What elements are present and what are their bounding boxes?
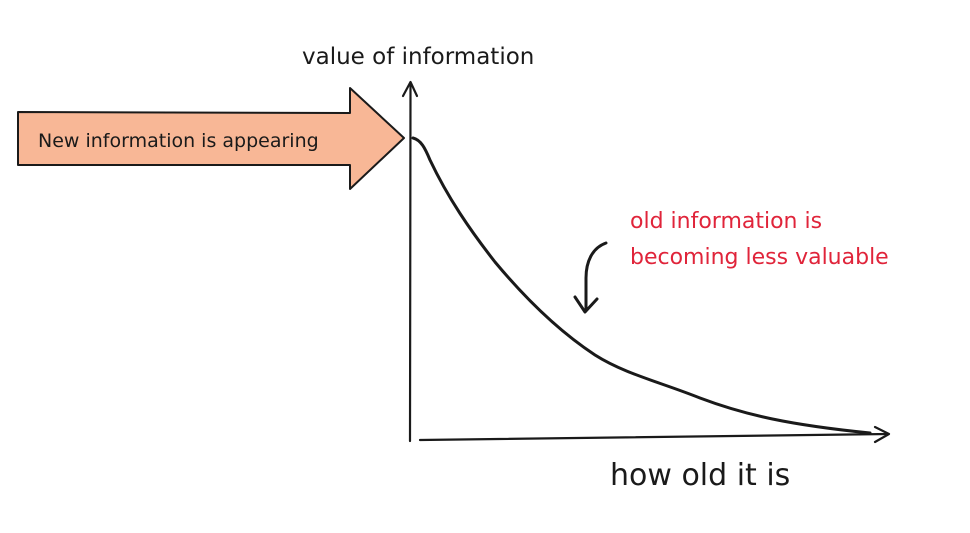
annotation-pointer-arrow [573,241,608,314]
annotation-text: old information is becoming less valuabl… [630,209,889,270]
y-axis-arrowhead [401,80,419,98]
x-axis-line [418,432,890,442]
x-axis-label: how old it is [610,458,790,493]
y-axis [401,80,419,443]
pointer-head [573,295,599,314]
arrow-shape [17,87,405,190]
x-axis-arrowhead [873,425,891,444]
arrow-label: New information is appearing [38,130,319,152]
y-axis-line [408,82,412,443]
y-axis-label: value of information [302,44,534,70]
new-information-arrow: New information is appearing [17,87,405,190]
annotation-line-2: becoming less valuable [630,245,889,270]
pointer-shaft [584,241,608,312]
x-axis [418,425,891,444]
annotation-line-1: old information is [630,209,822,234]
decay-curve [411,136,872,435]
